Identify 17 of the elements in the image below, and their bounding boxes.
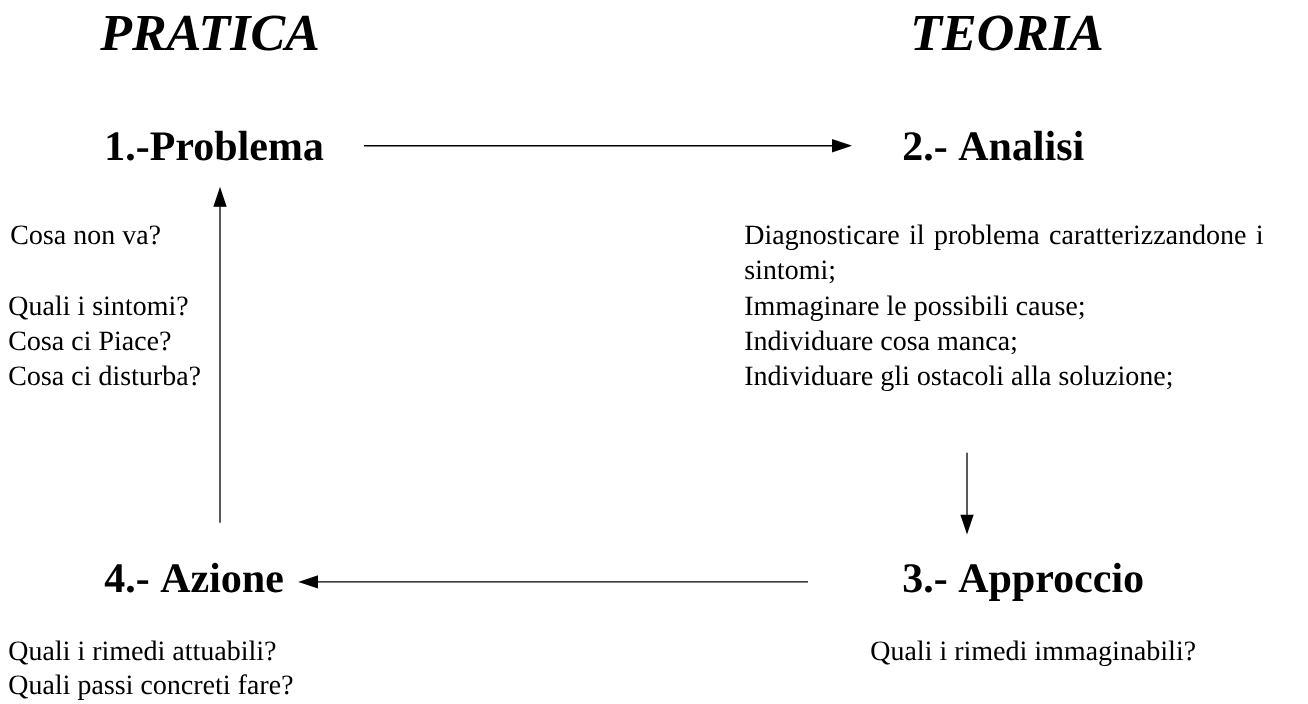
step-text: Quali i sintomi? xyxy=(9,295,188,320)
step-text: Diagnosticare il problema caratterizzandone i sintomi; xyxy=(745,224,1264,284)
step-text: Cosa ci disturba? xyxy=(9,365,200,386)
column-heading: TEORIA xyxy=(914,15,1102,51)
step-text: Quali i rimedi immaginabili? xyxy=(871,640,1195,667)
step-text: Cosa non va? xyxy=(11,225,160,245)
step-heading: 1.-Problema xyxy=(107,130,324,161)
step-text: Quali i rimedi attuabili? xyxy=(9,640,276,665)
step-text: Individuare cosa manca; xyxy=(745,330,1016,355)
step-heading: 4.- Azione xyxy=(104,562,283,593)
step-heading: 3.- Approccio xyxy=(903,562,1143,601)
step-text: Cosa ci Piace? xyxy=(9,331,171,351)
step-text: Quali passi concreti fare? xyxy=(9,674,293,700)
column-heading: PRATICA xyxy=(100,15,318,51)
step-text: Immaginare le possibili cause; xyxy=(745,295,1084,322)
step-heading: 2.- Analisi xyxy=(903,130,1084,161)
step-text: Individuare gli ostacoli alla soluzione; xyxy=(745,365,1172,392)
